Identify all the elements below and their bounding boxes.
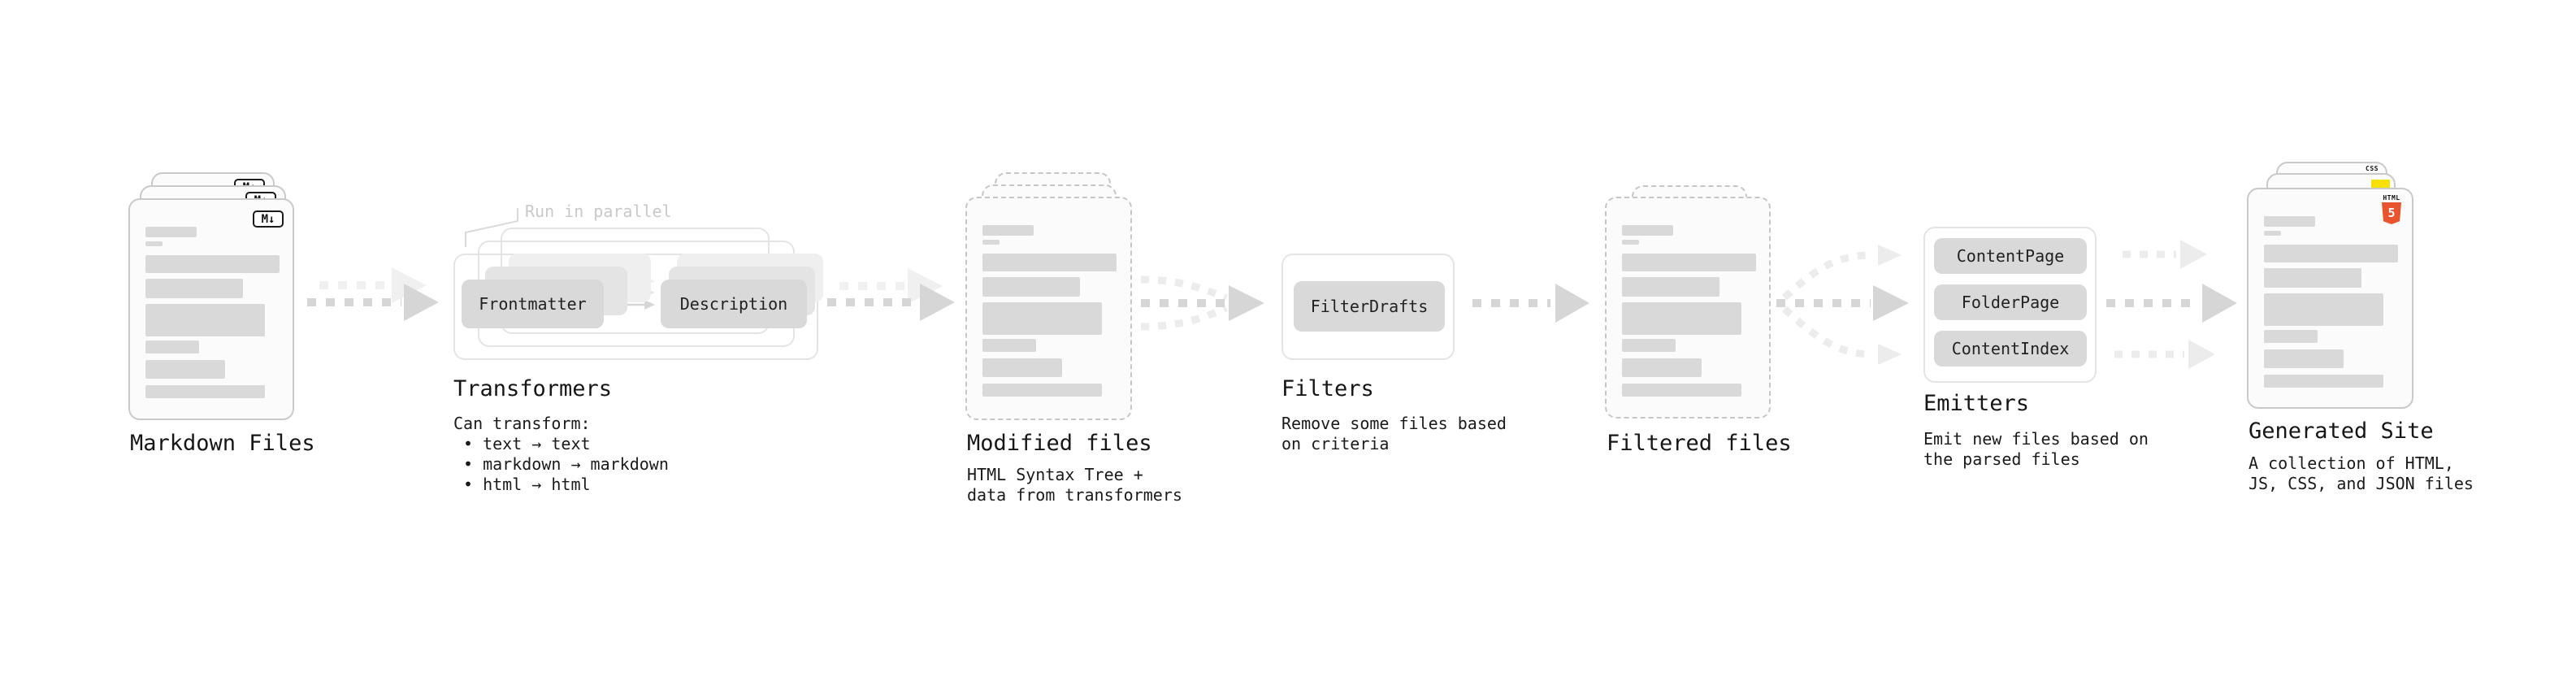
doc-content-line: [145, 255, 280, 273]
document-content: [130, 200, 293, 419]
stage-label-filters: Filters: [1281, 376, 1374, 401]
arrow-emitters-to-generated: [2106, 240, 2237, 369]
desc-line: Can transform:: [453, 414, 591, 433]
doc-content-line: [145, 304, 265, 336]
stage-label-generated-site: Generated Site: [2249, 419, 2434, 444]
desc-bullet: • markdown → markdown: [463, 454, 669, 474]
desc-line: the parsed files: [1923, 449, 2080, 469]
css-icon-label: CSS: [2366, 165, 2379, 172]
doc-content-line: [145, 340, 199, 354]
doc-content-line: [2264, 349, 2344, 368]
desc-bullet: • text → text: [463, 434, 591, 453]
html5-icon-shield: 5: [2382, 202, 2401, 224]
doc-content-line: [982, 254, 1117, 271]
stage-label-modified-files: Modified files: [967, 431, 1152, 456]
arrow-transformers-to-modified: [827, 268, 955, 321]
html5-icon-label: HTML: [2383, 194, 2400, 202]
desc-line: JS, CSS, and JSON files: [2249, 474, 2474, 493]
stage-label-filtered-files: Filtered files: [1607, 431, 1792, 456]
doc-content-line: [2264, 293, 2383, 326]
contentindex-node: ContentIndex: [1934, 331, 2087, 367]
markdown-icon: M↓: [253, 210, 284, 228]
doc-content-line: [2264, 268, 2361, 288]
desc-line: HTML Syntax Tree +: [967, 465, 1143, 484]
doc-content-line: [145, 360, 225, 379]
arrow-filters-to-filtered: [1472, 284, 1589, 323]
doc-content-line: [145, 385, 265, 398]
desc-line: data from transformers: [967, 485, 1182, 505]
stage-label-transformers: Transformers: [453, 376, 613, 401]
doc-content-line: [982, 302, 1102, 335]
folderpage-node: FolderPage: [1934, 284, 2087, 320]
doc-content-line: [2264, 216, 2315, 227]
desc-bullet: • html → html: [463, 475, 591, 494]
doc-content-line: [145, 241, 163, 246]
html5-icon-number: 5: [2387, 206, 2396, 220]
doc-content-line: [982, 277, 1080, 297]
frontmatter-node: Frontmatter: [462, 280, 604, 328]
description-node: Description: [661, 280, 807, 328]
doc-content-line: [2264, 375, 2383, 388]
doc-content-line: [1622, 254, 1756, 271]
html5-icon: HTML 5: [2381, 194, 2402, 224]
doc-content-line: [1622, 225, 1673, 236]
doc-content-line: [2264, 330, 2318, 343]
stage-label-markdown-files: Markdown Files: [130, 431, 315, 456]
stage-label-emitters: Emitters: [1923, 391, 2030, 416]
doc-content-line: [982, 358, 1062, 377]
doc-content-line: [1622, 240, 1639, 245]
doc-content-line: [2264, 245, 2398, 262]
doc-content-line: [982, 240, 1000, 245]
run-in-parallel-annotation: Run in parallel: [525, 202, 672, 221]
doc-content-line: [982, 225, 1034, 236]
doc-content-line: [982, 339, 1036, 352]
modified-files-description: HTML Syntax Tree + data from transformer…: [967, 465, 1182, 505]
doc-content-line: [145, 227, 197, 237]
arrow-markdown-to-transformers: [307, 267, 439, 321]
desc-line: on criteria: [1281, 434, 1390, 453]
emitters-description: Emit new files based on the parsed files: [1923, 429, 2149, 470]
generated-site-description: A collection of HTML, JS, CSS, and JSON …: [2249, 453, 2474, 494]
filterdrafts-node: FilterDrafts: [1294, 281, 1445, 332]
js-file-icon: [2371, 180, 2390, 189]
doc-content-line: [1622, 358, 1702, 377]
desc-line: Emit new files based on: [1923, 429, 2149, 449]
doc-content-line: [982, 384, 1102, 397]
doc-content-line: [2264, 231, 2281, 236]
doc-content-line: [1622, 384, 1741, 397]
desc-line: Remove some files based: [1281, 414, 1507, 433]
doc-content-line: [1622, 302, 1741, 335]
generated-html-file-card: HTML 5: [2247, 188, 2413, 409]
document-content: [967, 198, 1130, 419]
modified-file-card: [965, 197, 1132, 420]
arrow-filtered-to-emitters-fanout: [1776, 245, 1909, 365]
filters-description: Remove some files based on criteria: [1281, 414, 1507, 454]
doc-content-line: [1622, 339, 1676, 352]
doc-content-line: [145, 279, 243, 298]
contentpage-node: ContentPage: [1934, 238, 2087, 274]
document-content: [1607, 198, 1769, 417]
transformers-description: Can transform: • text → text • markdown …: [453, 414, 669, 495]
markdown-file-card: M↓: [128, 198, 294, 420]
document-content: [2249, 189, 2412, 407]
doc-content-line: [1622, 277, 1720, 297]
filtered-file-card: [1605, 197, 1771, 419]
desc-line: A collection of HTML,: [2249, 453, 2454, 473]
arrow-modified-to-filters-merge: [1140, 275, 1264, 331]
